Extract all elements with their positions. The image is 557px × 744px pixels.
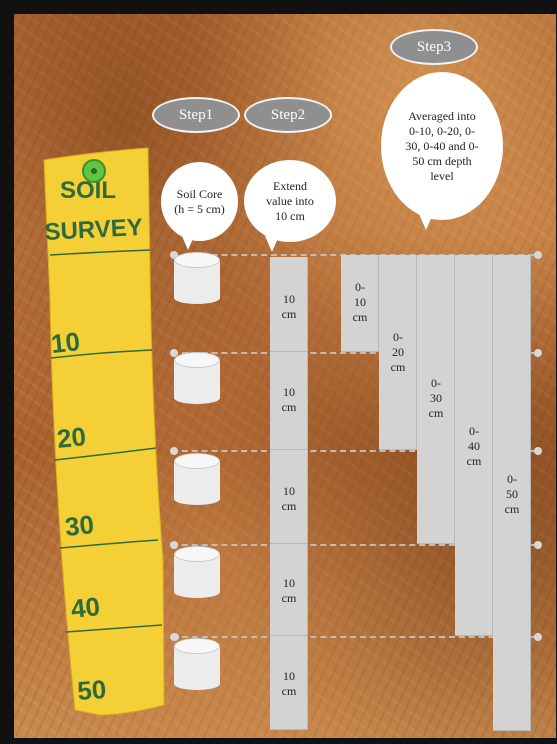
soil-core-icon	[174, 352, 220, 408]
depth-line-10	[172, 352, 534, 354]
step2-block-value: 10	[283, 669, 295, 683]
step1-pill: Step1	[152, 97, 240, 133]
step2-block	[270, 450, 308, 544]
tape-mark-30: 30	[63, 509, 95, 542]
step3-bar-label: 0- 10 cm	[352, 280, 368, 324]
step3-bar-label: 0- 50 cm	[504, 472, 520, 516]
step2-block-unit: cm	[281, 684, 297, 698]
step3-bar-label: 0- 20 cm	[390, 330, 406, 374]
step1-bubble: Soil Core (h = 5 cm)	[161, 162, 238, 241]
step3-bar-0-10	[341, 255, 379, 352]
tape-tick	[50, 349, 153, 359]
step2-block-unit: cm	[281, 591, 297, 605]
step3-bar-label: 0- 30 cm	[428, 376, 444, 420]
depth-dot	[170, 349, 178, 357]
step2-bubble-tail	[265, 236, 279, 252]
depth-dot	[170, 251, 178, 259]
depth-dot	[534, 633, 542, 641]
tape-title-1: SOIL	[60, 177, 116, 204]
pin-center-icon	[91, 168, 97, 174]
step3-bar-label: 0- 40 cm	[466, 424, 482, 468]
step2-block-value: 10	[283, 484, 295, 498]
tape-tick	[54, 447, 157, 461]
step2-block	[270, 636, 308, 730]
step3-bubble-text: Averaged into 0-10, 0-20, 0-30, 0-40 and…	[405, 108, 479, 183]
depth-dot	[534, 447, 542, 455]
step2-block	[270, 544, 308, 636]
depth-line-20	[172, 450, 534, 452]
tape-title-2: SURVEY	[44, 214, 144, 246]
tape-tick	[65, 624, 163, 633]
depth-dot	[170, 541, 178, 549]
soil-core-icon	[174, 252, 220, 308]
depth-dot	[534, 251, 542, 259]
tape-tick	[49, 249, 151, 256]
step3-bar-0-30	[417, 255, 455, 544]
step2-block	[270, 257, 308, 352]
step2-block-unit: cm	[281, 307, 297, 321]
tape-tick	[59, 539, 159, 549]
soil-core-icon	[174, 638, 220, 694]
step3-bar-0-40	[455, 255, 493, 636]
depth-dot	[170, 447, 178, 455]
step3-bubble-tail	[419, 214, 433, 230]
step1-bubble-text: Soil Core (h = 5 cm)	[174, 186, 225, 216]
step2-block-unit: cm	[281, 499, 297, 513]
step2-bubble-text: Extend value into 10 cm	[266, 178, 314, 223]
step2-block	[270, 352, 308, 450]
tape-mark-10: 10	[49, 326, 81, 359]
step3-bar-0-20	[379, 255, 417, 450]
soil-core-icon	[174, 453, 220, 509]
depth-line-30	[172, 544, 534, 546]
step3-pill: Step3	[390, 29, 478, 65]
step2-block-value: 10	[283, 292, 295, 306]
depth-dot	[534, 349, 542, 357]
step2-block-unit: cm	[281, 400, 297, 414]
soil-core-icon	[174, 546, 220, 602]
step2-bubble: Extend value into 10 cm	[244, 160, 336, 242]
step1-bubble-tail	[181, 234, 195, 250]
tape-mark-20: 20	[55, 421, 87, 454]
step2-pill: Step2	[244, 97, 332, 133]
depth-dot	[534, 541, 542, 549]
tape-mark-40: 40	[69, 591, 101, 624]
step2-block-value: 10	[283, 385, 295, 399]
depth-line-40	[172, 636, 534, 638]
step3-bubble: Averaged into 0-10, 0-20, 0-30, 0-40 and…	[381, 72, 503, 220]
tape-mark-50: 50	[76, 674, 107, 706]
step3-bar-0-50	[493, 255, 531, 731]
step2-block-value: 10	[283, 576, 295, 590]
depth-dot	[170, 633, 179, 641]
